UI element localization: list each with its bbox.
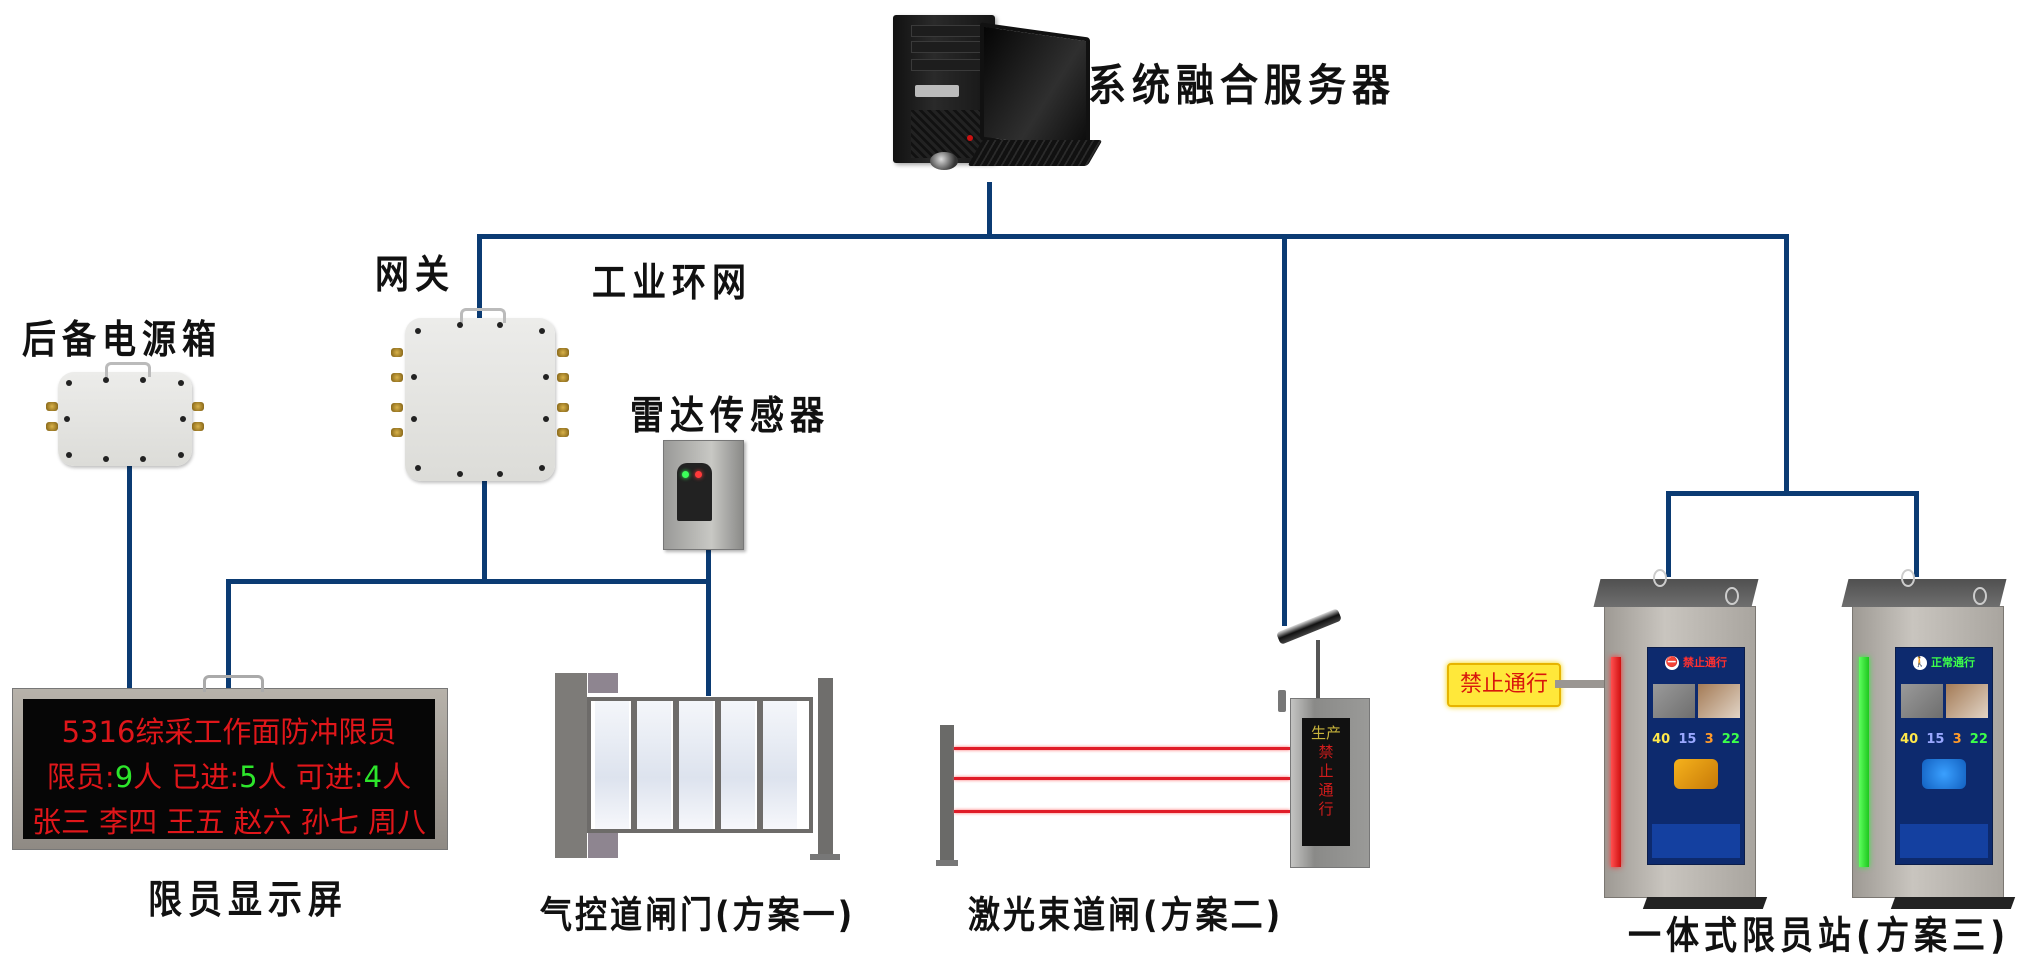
radar-label: 雷达传感器 [630,393,830,440]
link-to-station-2 [1914,491,1919,577]
display-label: 限员显示屏 [148,877,348,924]
server-tower-icon [893,15,995,163]
server-label: 系统融合服务器 [1088,60,1397,111]
station-barrier-arm [1555,680,1610,688]
local-bus-line [226,579,711,584]
link-ring-to-laser-gate [1282,234,1287,626]
headcount-display-board: 5316综采工作面防冲限员 限员:9人 已进:5人 可进:4人 张三 李四 王五… [12,675,448,850]
power-box-label: 后备电源箱 [22,317,222,364]
no-entry-icon: ⛔ [1665,656,1679,670]
link-ring-to-gateway [477,234,482,320]
laser-beam [954,810,1290,813]
link-server-to-ring [987,182,992,238]
available-count: 4 [363,760,383,794]
industrial-ring-network-line [477,234,1789,239]
radar-sensor-icon [663,440,744,550]
green-light-strip [1859,657,1869,867]
display-title: 5316综采工作面防冲限员 [61,715,397,749]
station-2-screen: 🚶正常通行 40 15 3 22 [1895,647,1993,865]
limit-count: 9 [114,760,134,794]
display-names: 张三 李四 王五 赵六 孙七 周八 [31,805,427,839]
backup-power-box-icon [46,362,204,466]
camera-feed [1900,684,1943,718]
stations-branch-line [1666,491,1919,496]
laser-gate-sign: 生产 禁 止 通 行 [1302,718,1350,846]
monitor-icon [980,22,1090,156]
camera-feed [1697,684,1740,718]
laser-beam [954,747,1290,750]
station-2: 🚶正常通行 40 15 3 22 [1841,569,2016,909]
red-light-strip [1611,657,1621,867]
gateway-label: 网关 [375,252,455,299]
gate-option2-label: 激光束道闸(方案二) [968,892,1284,937]
link-radar-to-gate [706,548,711,696]
station-1: ⛔禁止通行 40 15 3 22 [1593,569,1768,909]
link-power-box-to-display [127,465,132,690]
entered-count: 5 [239,760,258,794]
walking-person-icon: 🚶 [1913,656,1927,670]
keyboard-icon [967,140,1103,166]
personnel-list [1652,824,1740,858]
personnel-list [1900,824,1988,858]
industrial-ring-label: 工业环网 [592,260,752,307]
link-bus-to-display [226,579,231,690]
link-ring-to-stations [1784,234,1789,494]
station-option3-label: 一体式限员站(方案三) [1628,913,2011,958]
stop-sign: 禁止通行 [1447,663,1561,707]
display-counts: 限员:9人 已进:5人 可进:4人 [46,760,412,794]
machine-icon [1674,759,1718,789]
camera-feed [1945,684,1988,718]
worker-icon [1922,759,1966,789]
gate-option1-label: 气控道闸门(方案一) [540,892,856,937]
gateway-box-icon [391,308,569,481]
camera-feed [1652,684,1695,718]
station-1-screen: ⛔禁止通行 40 15 3 22 [1647,647,1745,865]
mouse-icon [930,152,958,170]
link-to-station-1 [1666,491,1671,577]
laser-beam [954,777,1290,780]
link-gateway-down [482,480,487,582]
